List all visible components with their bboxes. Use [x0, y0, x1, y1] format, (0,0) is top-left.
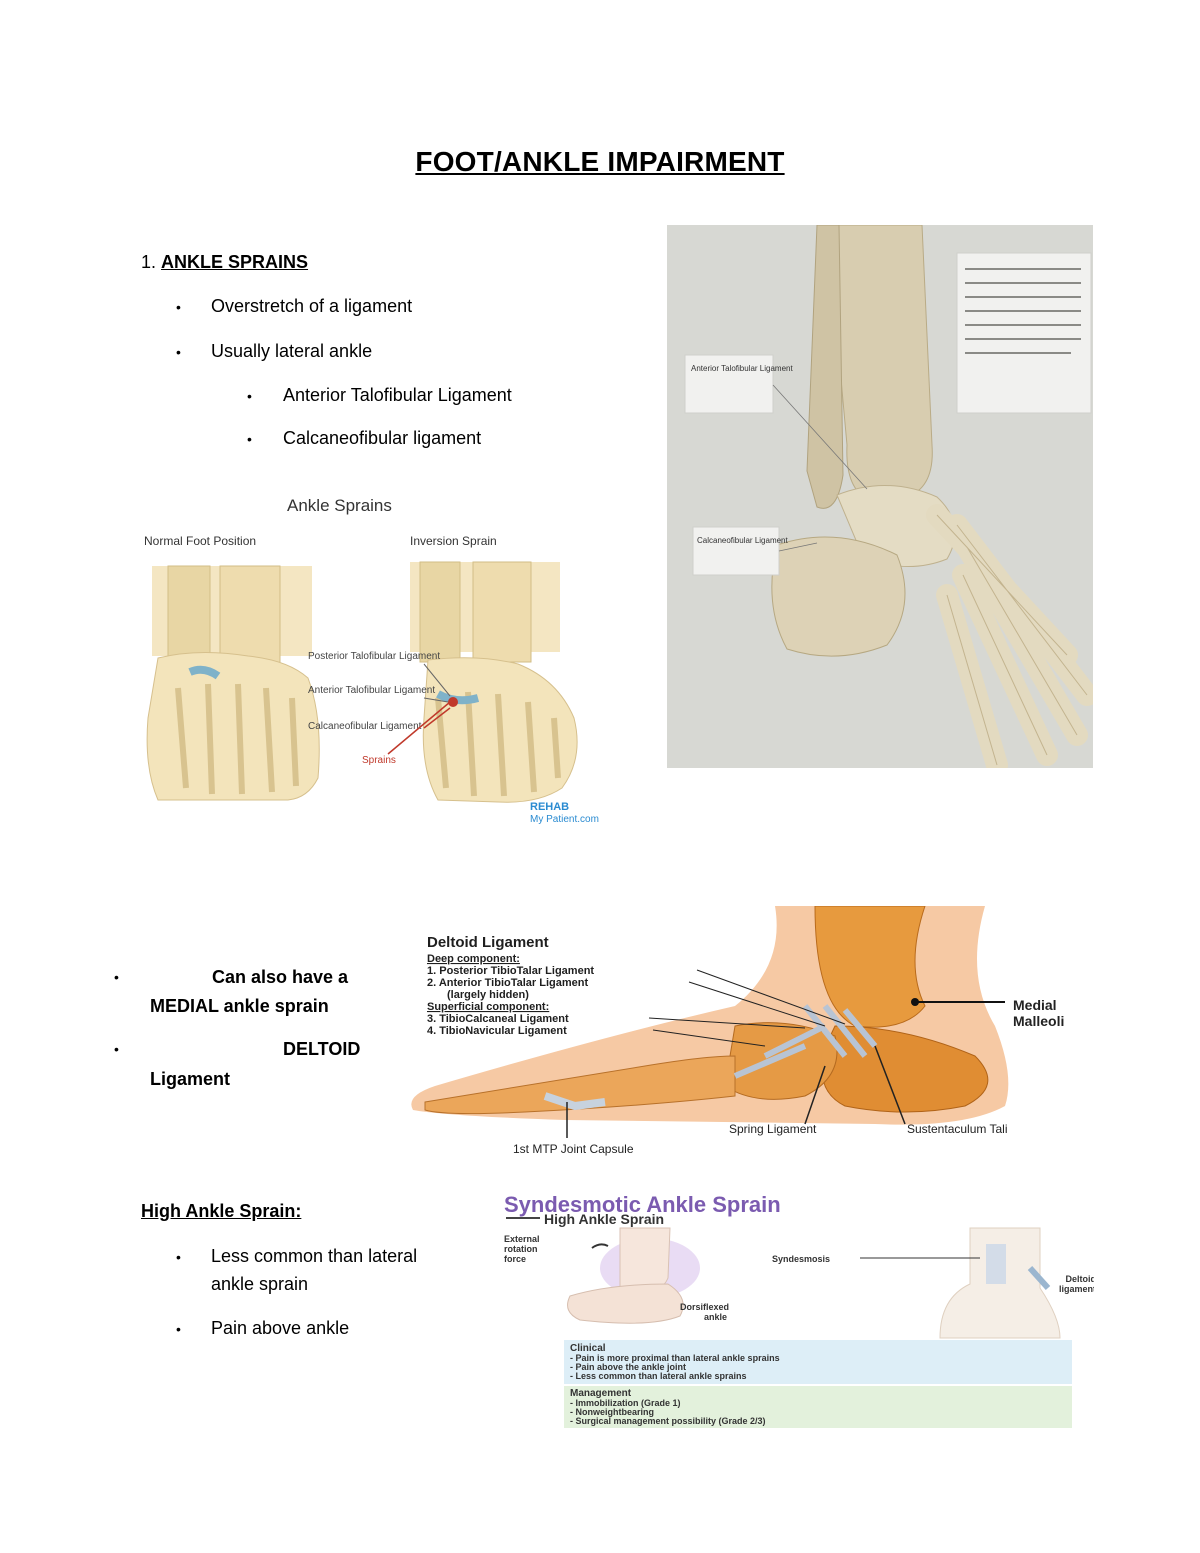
deep-item-1: 1. Posterior TibioTalar Ligament [427, 965, 594, 977]
bullet-glyph: • [176, 1249, 181, 1265]
clinical-item-3: - Less common than lateral ankle sprains [570, 1371, 747, 1381]
deep-item-note: (largely hidden) [447, 989, 529, 1001]
logo-rehab: REHAB [530, 801, 569, 813]
high-ankle-heading: High Ankle Sprain: [141, 1201, 302, 1221]
normal-foot-label: Normal Foot Position [144, 534, 256, 548]
section-heading-text: ANKLE SPRAINS [161, 252, 309, 272]
deltoid-bullet-line2: Ligament [150, 1069, 231, 1089]
figure-title: Ankle Sprains [287, 496, 392, 515]
medial-bullet-line1: Can also have a [212, 967, 349, 987]
bullet-glyph: • [176, 299, 181, 315]
bullet-glyph: • [247, 431, 252, 447]
superficial-item-3: 3. TibioCalcaneal Ligament [427, 1013, 569, 1025]
callout-3d-cfl: Calcaneofibular Ligament [697, 536, 789, 545]
external-rotation-3: force [504, 1254, 526, 1264]
clinical-item-2: - Pain above the ankle joint [570, 1362, 686, 1372]
external-rotation-1: External [504, 1234, 540, 1244]
section-number: 1. [141, 252, 157, 272]
management-item-1: - Immobilization (Grade 1) [570, 1398, 681, 1408]
management-heading: Management [570, 1388, 632, 1399]
callout-3d-atfl: Anterior Talofibular Ligament [691, 364, 793, 373]
spring-ligament-label: Spring Ligament [729, 1122, 817, 1136]
bullet-glyph: • [176, 344, 181, 360]
clinical-heading: Clinical [570, 1343, 606, 1354]
deltoid-ligament-illustration: Medial Malleoli Deltoid Ligament Deep co… [405, 906, 1095, 1158]
sustentaculum-label: Sustentaculum Tali [907, 1122, 1008, 1136]
ankle-sprains-figure: Ankle Sprains Normal Foot Position Inver… [138, 488, 628, 828]
bullet-glyph: • [247, 388, 252, 404]
inversion-sprain-label: Inversion Sprain [410, 534, 497, 548]
bullet-overstretch: Overstretch of a ligament [211, 296, 413, 316]
high-ankle-bullet-1-line1: Less common than lateral [211, 1246, 418, 1266]
deep-item-2: 2. Anterior TibioTalar Ligament [427, 977, 588, 989]
sub-bullet-atfl: Anterior Talofibular Ligament [283, 385, 512, 405]
ankle-3d-illustration: Anterior Talofibular Ligament Calcaneofi… [667, 225, 1093, 768]
dorsiflexed-1: Dorsiflexed [680, 1302, 729, 1312]
superficial-item-4: 4. TibioNavicular Ligament [427, 1025, 567, 1037]
inversion-foot-drawing [410, 561, 578, 803]
deltoid-ligament-figure: Medial Malleoli Deltoid Ligament Deep co… [405, 906, 1095, 1158]
callout-atfl: Anterior Talofibular Ligament [308, 685, 435, 696]
syndesmotic-subtitle: High Ankle Sprain [544, 1211, 664, 1227]
ankle-3d-figure: Anterior Talofibular Ligament Calcaneofi… [667, 225, 1093, 768]
callout-cfl: Calcaneofibular Ligament [308, 721, 422, 732]
mtp-capsule-label: 1st MTP Joint Capsule [513, 1142, 634, 1156]
deltoid-title: Deltoid Ligament [427, 934, 549, 951]
ankle-sprains-illustration: Ankle Sprains Normal Foot Position Inver… [144, 496, 599, 825]
management-item-2: - Nonweightbearing [570, 1407, 654, 1417]
bullet-glyph: • [176, 1321, 181, 1337]
superficial-heading: Superficial component: [427, 1001, 549, 1013]
page-title: FOOT/ANKLE IMPAIRMENT [415, 146, 785, 177]
high-ankle-bullet-1-line2: ankle sprain [211, 1274, 309, 1294]
syndesmotic-figure: Syndesmotic Ankle Sprain High Ankle Spra… [500, 1188, 1094, 1430]
deep-heading: Deep component: [427, 953, 520, 965]
bullet-glyph: • [114, 1041, 119, 1057]
clinical-item-1: - Pain is more proximal than lateral ank… [570, 1353, 780, 1363]
bullet-glyph: • [114, 969, 119, 985]
management-item-3: - Surgical management possibility (Grade… [570, 1416, 766, 1426]
medial-bullet-line2: MEDIAL ankle sprain [150, 996, 329, 1016]
section-heading-ankle-sprains: 1. ANKLE SPRAINS [141, 251, 308, 273]
logo-mypatient: My Patient.com [530, 814, 599, 825]
medial-label-1: Medial [1013, 997, 1057, 1013]
deltoid-label-1: Deltoid [1066, 1274, 1095, 1284]
syndesmosis-label: Syndesmosis [772, 1254, 830, 1264]
dorsiflexed-2: ankle [704, 1312, 727, 1322]
syndesmotic-title: Syndesmotic Ankle Sprain [504, 1192, 781, 1217]
deltoid-label-2: ligament [1059, 1284, 1094, 1294]
high-ankle-bullet-2: Pain above ankle [211, 1318, 350, 1338]
external-rotation-2: rotation [504, 1244, 538, 1254]
medial-label-2: Malleoli [1013, 1013, 1064, 1029]
sub-bullet-cfl: Calcaneofibular ligament [283, 428, 482, 448]
syndesmotic-illustration: Syndesmotic Ankle Sprain High Ankle Spra… [500, 1188, 1094, 1430]
callout-ptfl: Posterior Talofibular Ligament [308, 651, 440, 662]
sprains-label: Sprains [362, 755, 396, 766]
bullet-lateral-ankle: Usually lateral ankle [211, 341, 373, 361]
normal-foot-drawing [146, 565, 320, 801]
deltoid-bullet-line1: DELTOID [283, 1039, 361, 1059]
